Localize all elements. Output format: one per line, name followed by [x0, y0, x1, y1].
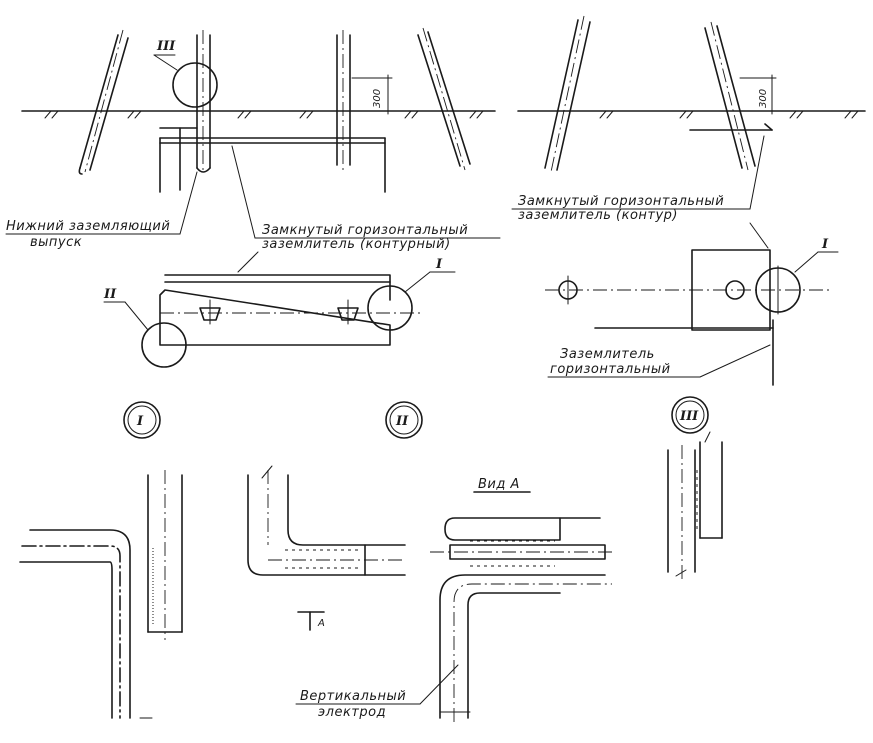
detail-marker-2: II [385, 401, 423, 439]
callout-label-3: III [156, 39, 176, 54]
detail-marker-2-label: II [395, 414, 409, 429]
label-vertical-electrode: Вертикальный электрод [295, 664, 459, 720]
vertical-electrode-left [196, 30, 211, 173]
callout-label-2: II [103, 287, 117, 302]
callout-label-1-right: I [821, 237, 829, 252]
horizontal-contour-section [159, 127, 386, 193]
vertical-electrode-center [336, 30, 393, 170]
callout-circle-2 [141, 322, 187, 368]
view-a-title: Вид А [478, 477, 520, 492]
label-closed-contour-left: Замкнутый горизонтальный заземлитель (ко… [231, 145, 501, 273]
electrode-symbol-1 [199, 307, 221, 321]
right-elevation: 300 [517, 15, 866, 173]
label-vertical-electrode-line-1: Вертикальный [300, 689, 406, 704]
label-horizontal-grounding-line-1: Заземлитель [560, 347, 655, 362]
detail-marker-1: I [123, 401, 161, 439]
label-horizontal-grounding-line-2: горизонтальный [550, 362, 671, 377]
detail-marker-1-label: I [136, 414, 144, 429]
label-lower-ground-outlet: Нижний заземляющий выпуск [5, 171, 198, 250]
callout-label-1-left: I [435, 257, 443, 272]
left-elevation: III 300 [21, 27, 496, 193]
label-closed-contour-left-line-1: Замкнутый горизонтальный [262, 223, 468, 238]
label-lower-ground-outlet-line-2: выпуск [30, 235, 82, 250]
label-closed-contour-right-line-1: Замкнутый горизонтальный [518, 194, 724, 209]
detail-3 [667, 431, 723, 580]
label-vertical-electrode-line-2: электрод [318, 705, 386, 720]
callout-circle-1-left [367, 285, 413, 331]
inclined-electrode-2 [417, 27, 471, 171]
callout-circle-3 [172, 62, 218, 108]
view-a: Вид А [430, 477, 612, 722]
detail-marker-3: III [671, 396, 709, 434]
depth-dimension-left: 300 [372, 89, 383, 108]
detail-marker-3-label: III [679, 409, 699, 424]
left-plan: I II [103, 257, 456, 368]
inclined-electrode-4 [689, 21, 777, 171]
label-closed-contour-right: Замкнутый горизонтальный заземлитель (ко… [511, 135, 769, 249]
ground-hatching-left [44, 110, 484, 119]
electrode-symbol-2 [337, 307, 359, 321]
label-lower-ground-outlet-line-1: Нижний заземляющий [6, 219, 170, 234]
label-closed-contour-right-line-2: заземлитель (контур) [518, 208, 678, 223]
inclined-electrode-3 [544, 15, 591, 173]
inclined-electrode-1 [78, 29, 129, 175]
ground-hatching-right [599, 110, 859, 119]
section-marker-a: А [317, 618, 325, 629]
label-closed-contour-left-line-2: заземлитель (контурный) [262, 237, 451, 252]
depth-dimension-right: 300 [758, 89, 769, 108]
electrode-plan-symbol-2 [725, 280, 745, 300]
detail-1 [19, 470, 183, 719]
right-plan: I Заземлитель горизонтальный [545, 237, 839, 386]
detail-2: А [247, 465, 406, 631]
